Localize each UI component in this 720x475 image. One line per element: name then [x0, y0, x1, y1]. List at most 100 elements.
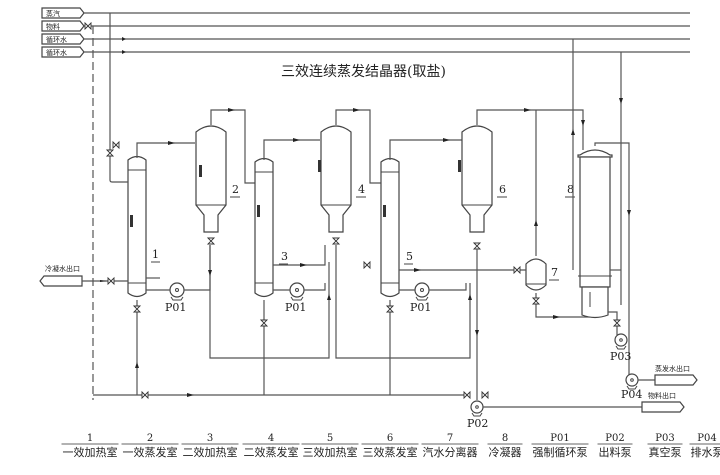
v6-vapor-pipe — [476, 109, 584, 150]
legend-name: 冷凝器 — [489, 445, 522, 459]
flow-arrow-icon — [524, 108, 531, 112]
v4-vapor-pipe — [335, 109, 381, 184]
v8-vent-pipe — [594, 142, 630, 380]
vessel-number: 2 — [232, 183, 239, 196]
flow-arrow-icon — [168, 141, 175, 145]
vessel-number: 3 — [281, 250, 288, 263]
flow-arrow-icon — [553, 315, 560, 319]
flow-arrow-icon — [228, 108, 235, 112]
valve-icon[interactable] — [513, 265, 521, 275]
pump-p01-c[interactable]: P01 — [410, 282, 431, 314]
vessel-3-heater[interactable]: 3 — [254, 157, 288, 298]
inlet-label-feed: 物料 — [46, 22, 60, 31]
vessel-8-condenser[interactable]: 8 — [565, 149, 613, 319]
drain-valve-icon[interactable] — [531, 297, 541, 305]
vessel-7-separator[interactable]: 7 — [525, 258, 559, 291]
drain-valve-icon[interactable] — [206, 237, 216, 245]
flow-arrow-icon — [443, 138, 450, 142]
inlet-label-steam: 蒸汽 — [46, 9, 60, 18]
v3-vapor-pipe — [263, 139, 320, 160]
equipment-legend: 1一效加热室2一效蒸发室3二效加热室4二效蒸发室5三效加热室6三效蒸发室7汽水分… — [61, 433, 720, 459]
legend-name: 二效加热室 — [183, 445, 238, 459]
pump-label: P04 — [621, 388, 642, 401]
inlet-label-cooling-1: 循环水 — [46, 35, 67, 44]
outlet-label-product: 物料出口 — [648, 391, 676, 400]
legend-code: P02 — [605, 433, 624, 444]
drain-valve-icon[interactable] — [331, 237, 341, 245]
transfer-pipe-v3 — [273, 245, 326, 266]
legend-code: P03 — [655, 433, 674, 444]
legend-name: 一效蒸发室 — [123, 445, 178, 459]
v2-vapor-pipe — [210, 109, 255, 184]
inlet-steam: 蒸汽 — [41, 7, 690, 19]
flow-arrow-icon — [475, 330, 479, 336]
legend-code: 8 — [502, 433, 508, 444]
drain-valve-icon[interactable] — [472, 242, 482, 250]
inlet-cooling-water-2: 循环水 — [41, 46, 690, 58]
legend-item: P01 强制循环泵 — [531, 433, 589, 459]
pump-p01-b[interactable]: P01 — [285, 282, 306, 314]
legend-code: 1 — [87, 433, 93, 444]
drain-valve-icon[interactable] — [132, 305, 142, 313]
legend-name: 强制循环泵 — [533, 446, 588, 459]
vessel-number: 7 — [551, 266, 558, 279]
flow-arrow-icon — [468, 294, 472, 300]
legend-code: P04 — [697, 433, 716, 444]
flow-arrow-icon — [414, 268, 421, 272]
valve-icon[interactable] — [141, 390, 149, 400]
p01c-loop-pipe — [399, 283, 467, 291]
valve-icon[interactable] — [463, 390, 471, 400]
valve-icon[interactable] — [107, 276, 115, 286]
v8-bottom-pipe — [608, 311, 618, 335]
vessel-1-heater[interactable]: 1 — [127, 155, 160, 298]
pump-p04[interactable]: P04 — [621, 373, 642, 401]
legend-code: 2 — [147, 433, 153, 444]
vessel-2-evaporator[interactable]: 2 — [195, 125, 240, 233]
outlet-evaporated-water[interactable]: 蒸发水出口 — [654, 364, 698, 386]
legend-name: 真空泵 — [649, 445, 682, 459]
sight-glass-icon — [199, 165, 202, 177]
valve-icon[interactable] — [481, 390, 489, 400]
sight-glass-icon — [383, 205, 386, 217]
legend-code: 6 — [387, 433, 393, 444]
flow-arrow-icon — [135, 362, 139, 368]
pump-label: P02 — [467, 417, 488, 430]
pump-label: P01 — [410, 301, 431, 314]
v5-vapor-pipe — [389, 139, 462, 160]
valve-icon[interactable] — [363, 260, 371, 270]
return-loop-1 — [209, 245, 330, 359]
legend-code: 7 — [447, 433, 453, 444]
vessel-6-evaporator[interactable]: 6 — [458, 125, 507, 233]
drain-valve-icon[interactable] — [259, 319, 269, 327]
inlet-lines: 蒸汽 物料 循环水 循环水 — [41, 7, 690, 58]
pump-p03[interactable]: P03 — [610, 333, 631, 363]
sight-glass-icon — [318, 160, 321, 172]
sight-glass-icon — [130, 215, 133, 227]
steam-valve-icon[interactable] — [112, 140, 120, 150]
feed-valve-icon[interactable] — [84, 21, 92, 31]
legend-code: P01 — [550, 433, 569, 444]
pump-p01-a[interactable]: P01 — [165, 282, 186, 314]
valve-icon[interactable] — [612, 319, 622, 327]
p01b-loop-pipe — [273, 283, 326, 291]
pump-p02[interactable]: P02 — [467, 400, 488, 430]
flow-arrow-icon — [327, 294, 331, 300]
legend-code: 3 — [207, 433, 213, 444]
vessel-4-evaporator[interactable]: 4 — [318, 125, 366, 233]
drain-valve-icon[interactable] — [385, 305, 395, 313]
outlet-condensate[interactable]: 冷凝水出口 — [39, 264, 83, 287]
v1-vapor-pipe — [136, 142, 195, 158]
legend-name: 二效蒸发室 — [244, 445, 299, 459]
outlet-product[interactable]: 物料出口 — [641, 391, 685, 413]
vessel-number: 8 — [567, 183, 574, 196]
pump-label: P01 — [165, 301, 186, 314]
header-drops — [92, 13, 623, 400]
steam-valve-icon[interactable] — [105, 149, 115, 157]
vessel-5-heater[interactable]: 5 — [380, 157, 413, 298]
legend-name: 汽水分离器 — [423, 445, 478, 459]
